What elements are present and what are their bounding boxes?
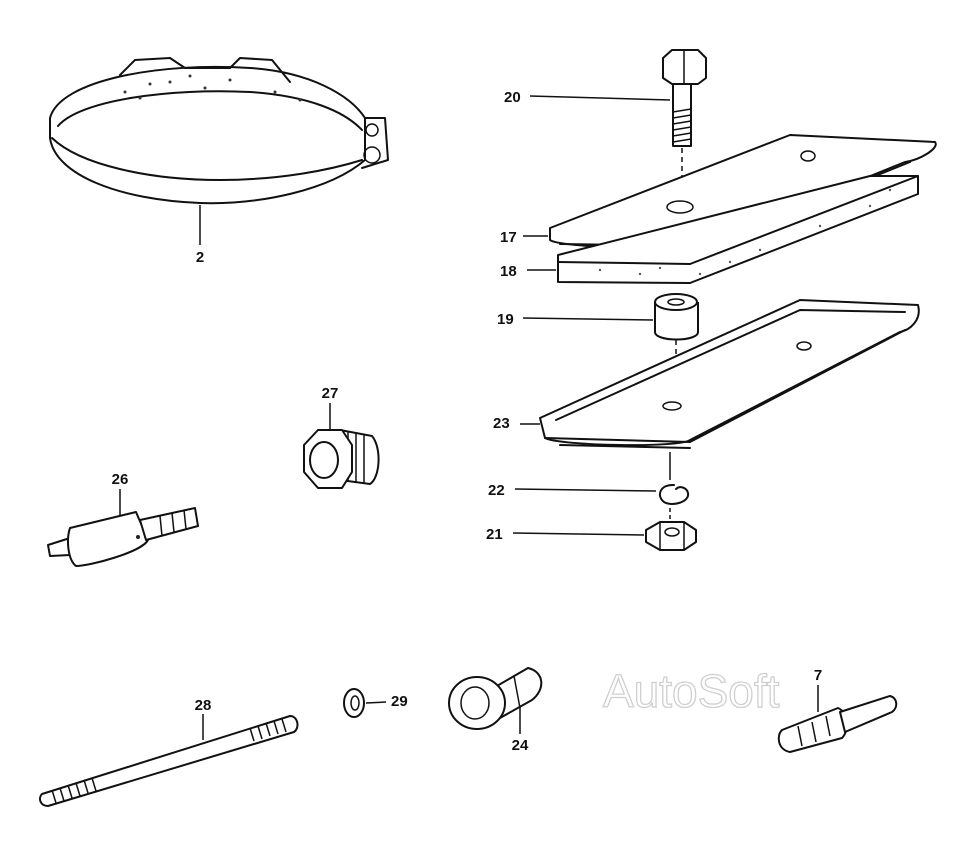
part-21-hex-nut	[512, 521, 697, 551]
label-part-23: 23	[493, 415, 510, 432]
autosoft-watermark: AutoSoft	[603, 665, 780, 717]
part-23-lower-tray	[520, 299, 920, 480]
label-part-7: 7	[814, 667, 822, 684]
label-part-21: 21	[486, 526, 503, 543]
label-part-24: 24	[512, 737, 529, 754]
part-29-washer	[343, 688, 387, 718]
label-part-29: 29	[391, 693, 408, 710]
label-part-20: 20	[504, 89, 521, 106]
part-22-spring-washer	[514, 483, 690, 520]
part-27-union-fitting	[303, 403, 380, 489]
part-7-pin-punch	[777, 685, 898, 753]
part-20-bolt	[529, 49, 707, 205]
part-2-clamp-band	[49, 57, 389, 245]
part-26-drift-pin	[47, 489, 199, 567]
part-19-spacer-sleeve	[522, 293, 699, 402]
part-24-banjo-fitting	[448, 667, 543, 734]
label-part-28: 28	[195, 697, 212, 714]
label-part-27: 27	[322, 385, 339, 402]
part-18-rubber-pad	[527, 175, 919, 284]
label-part-19: 19	[497, 311, 514, 328]
label-part-22: 22	[488, 482, 505, 499]
label-part-2: 2	[196, 249, 204, 266]
label-part-18: 18	[500, 263, 517, 280]
label-part-17: 17	[500, 229, 517, 246]
label-part-26: 26	[112, 471, 129, 488]
part-28-threaded-stud	[39, 714, 299, 807]
